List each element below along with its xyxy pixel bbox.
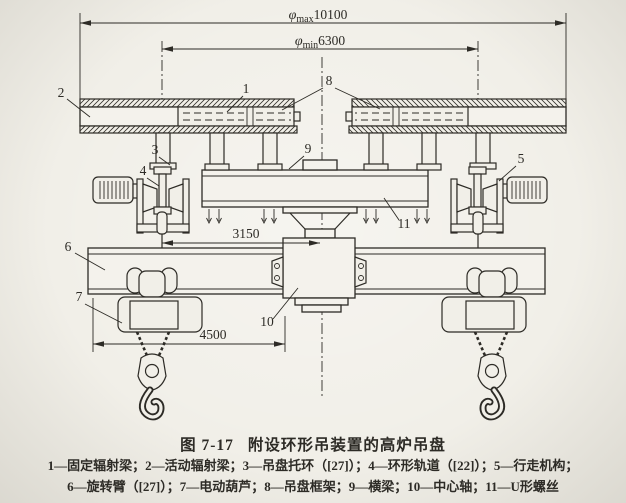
hoist-panel [129, 300, 179, 330]
center-shaft-box [282, 237, 356, 299]
part-label-11: 11 [398, 216, 411, 231]
trolley-body [478, 270, 506, 298]
center-shaft [271, 206, 367, 313]
part-label-10: 10 [260, 314, 274, 329]
part-label-4: 4 [140, 163, 147, 178]
engineering-drawing: φmax10100 φmin6300 3150 4500 1 2 3 4 5 6… [58, 7, 567, 421]
travel-mechanism-left [92, 166, 190, 248]
ring-rail-flange [468, 166, 487, 175]
part-label-6: 6 [65, 239, 72, 254]
leader-lines [66, 87, 517, 324]
part-label-9: 9 [305, 141, 312, 156]
hanger-post [421, 132, 437, 166]
figure-caption: 图 7-17 附设环形吊装置的高炉吊盘 [0, 433, 626, 455]
crossbeam [201, 159, 430, 225]
ring-rail-web [473, 173, 482, 208]
crossbeam-top-cap [302, 159, 338, 171]
side-bracket-right [354, 256, 367, 288]
motor [506, 176, 548, 204]
hook-block-hole [484, 363, 500, 379]
trolley-body [138, 270, 166, 298]
hatch-texture [79, 98, 295, 108]
figure-number: 图 7-17 [180, 437, 234, 454]
fixed-radial-beam [177, 106, 295, 127]
part-label-1: 1 [243, 81, 250, 96]
hook-block-hole [144, 363, 160, 379]
pin [156, 211, 168, 235]
hatch-texture [348, 125, 567, 134]
movable-radial-beam [465, 106, 567, 127]
radial-beams-right [345, 98, 567, 171]
travel-mechanism-right [450, 166, 548, 248]
u-screw-marks [206, 209, 430, 225]
hatch-texture [79, 125, 298, 134]
movable-radial-beam [79, 106, 181, 127]
chain [473, 331, 509, 359]
part-label-5: 5 [518, 151, 525, 166]
ring-rail-web [158, 173, 167, 208]
part-label-8: 8 [326, 73, 333, 88]
hoist-panel [465, 300, 515, 330]
part-label-3: 3 [152, 142, 159, 157]
electric-hoist-right [441, 267, 527, 421]
hanger-post [209, 132, 225, 166]
part-label-2: 2 [58, 85, 65, 100]
legend-line-1: 1—固定辐射梁；2—活动辐射梁；3—吊盘托环（[27]）；4—环形轨道（[22]… [47, 458, 579, 473]
ring-rail-flange [153, 166, 172, 175]
dim-phi-min: φmin6300 [295, 33, 346, 51]
chain [135, 331, 171, 359]
part-callouts: 1 2 3 4 5 6 7 8 9 10 11 [58, 73, 525, 329]
legend-line-2: 6—旋转臂（[27]）；7—电动葫芦；8—吊盘框架；9—横梁；10—中心轴；11… [67, 478, 559, 494]
figure-title: 附设环形吊装置的高炉吊盘 [247, 437, 446, 454]
hatch-texture [351, 98, 567, 108]
radial-beams-left [79, 98, 301, 171]
hanger-post [368, 132, 384, 166]
dim-phi-max: φmax10100 [289, 7, 348, 25]
hanger-post [475, 132, 491, 165]
dimensions: φmax10100 φmin6300 3150 4500 [80, 7, 566, 347]
figure-legend: 1—固定辐射梁；2—活动辐射梁；3—吊盘托环（[27]）；4—环形轨道（[22]… [0, 456, 626, 498]
dim-3150: 3150 [233, 226, 260, 241]
electric-hoist-left [117, 267, 203, 421]
side-bracket-left [271, 256, 284, 288]
fixed-radial-beam [351, 106, 469, 127]
dim-4500: 4500 [200, 327, 227, 342]
part-label-7: 7 [76, 289, 83, 304]
pin [472, 211, 484, 235]
motor [92, 176, 134, 204]
hanger-post [262, 132, 278, 166]
